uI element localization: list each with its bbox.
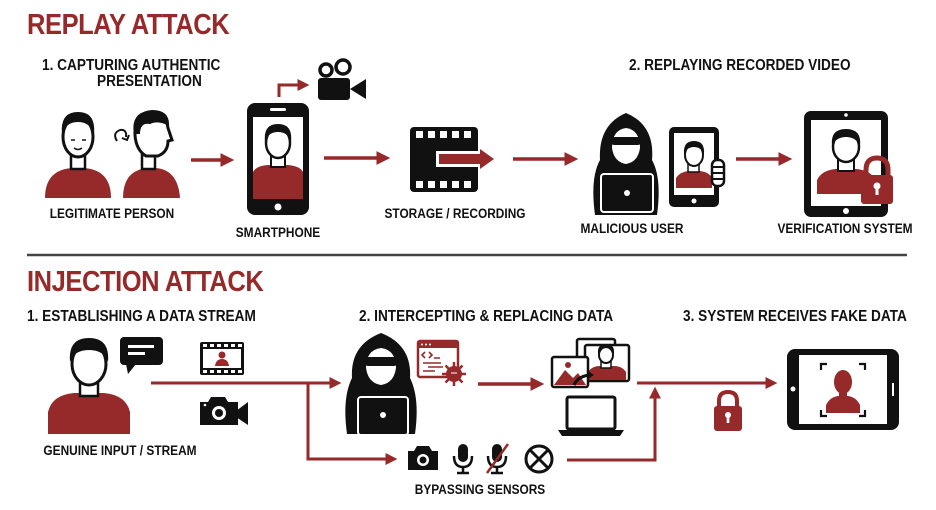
hacker-icon xyxy=(345,333,417,436)
replay-step1-line2: PRESENTATION xyxy=(97,73,202,90)
person-profile-icon xyxy=(123,110,180,198)
malicious-code-icon xyxy=(416,339,466,386)
legitimate-person-label: LEGITIMATE PERSON xyxy=(49,206,175,221)
replay-attack-title: REPLAY ATTACK xyxy=(27,9,230,41)
injection-step2-heading: 2. INTERCEPTING & REPLACING DATA xyxy=(359,308,614,325)
hacker-icon xyxy=(593,113,659,215)
video-frame-icon xyxy=(200,342,244,375)
genuine-user-icon xyxy=(48,338,130,434)
held-tablet-icon xyxy=(669,127,726,207)
padlock-icon xyxy=(861,155,893,204)
microphone-icon xyxy=(452,444,474,475)
chat-bubble-icon xyxy=(120,337,163,374)
person-frontal-icon xyxy=(45,112,111,198)
camera-sensor-icon xyxy=(408,446,438,470)
smartphone-label: SMARTPHONE xyxy=(235,225,321,240)
injection-step3-heading: 3. SYSTEM RECEIVES FAKE DATA xyxy=(683,308,907,325)
laptop-icon xyxy=(558,395,624,436)
image-swap-icon xyxy=(550,337,631,389)
bypass-branch-arrow xyxy=(306,383,398,465)
padlock-icon xyxy=(714,389,742,431)
verification-system-label: VERIFICATION SYSTEM xyxy=(777,221,913,236)
rotate-arrow-icon xyxy=(114,128,128,142)
camera-icon xyxy=(200,397,248,425)
video-camera-icon xyxy=(318,58,366,100)
genuine-input-label: GENUINE INPUT / STREAM xyxy=(43,443,197,458)
replay-step1-line1: 1. CAPTURING AUTHENTIC xyxy=(42,57,221,74)
upload-arrow xyxy=(277,79,310,97)
replay-step2-heading: 2. REPLAYING RECORDED VIDEO xyxy=(629,57,851,74)
system-tablet-icon xyxy=(787,349,899,430)
bypass-merge-arrow xyxy=(567,386,661,462)
film-storage-icon xyxy=(410,127,498,192)
smartphone-icon xyxy=(247,103,309,215)
malicious-user-label: MALICIOUS USER xyxy=(580,221,684,236)
injection-step1-heading: 1. ESTABLISHING A DATA STREAM xyxy=(27,308,256,325)
injection-attack-title: INJECTION ATTACK xyxy=(27,266,264,298)
storage-recording-label: STORAGE / RECORDING xyxy=(384,206,526,221)
bypassing-sensors-label: BYPASSING SENSORS xyxy=(414,482,546,497)
blocked-icon xyxy=(524,444,554,474)
muted-microphone-icon xyxy=(485,443,510,475)
